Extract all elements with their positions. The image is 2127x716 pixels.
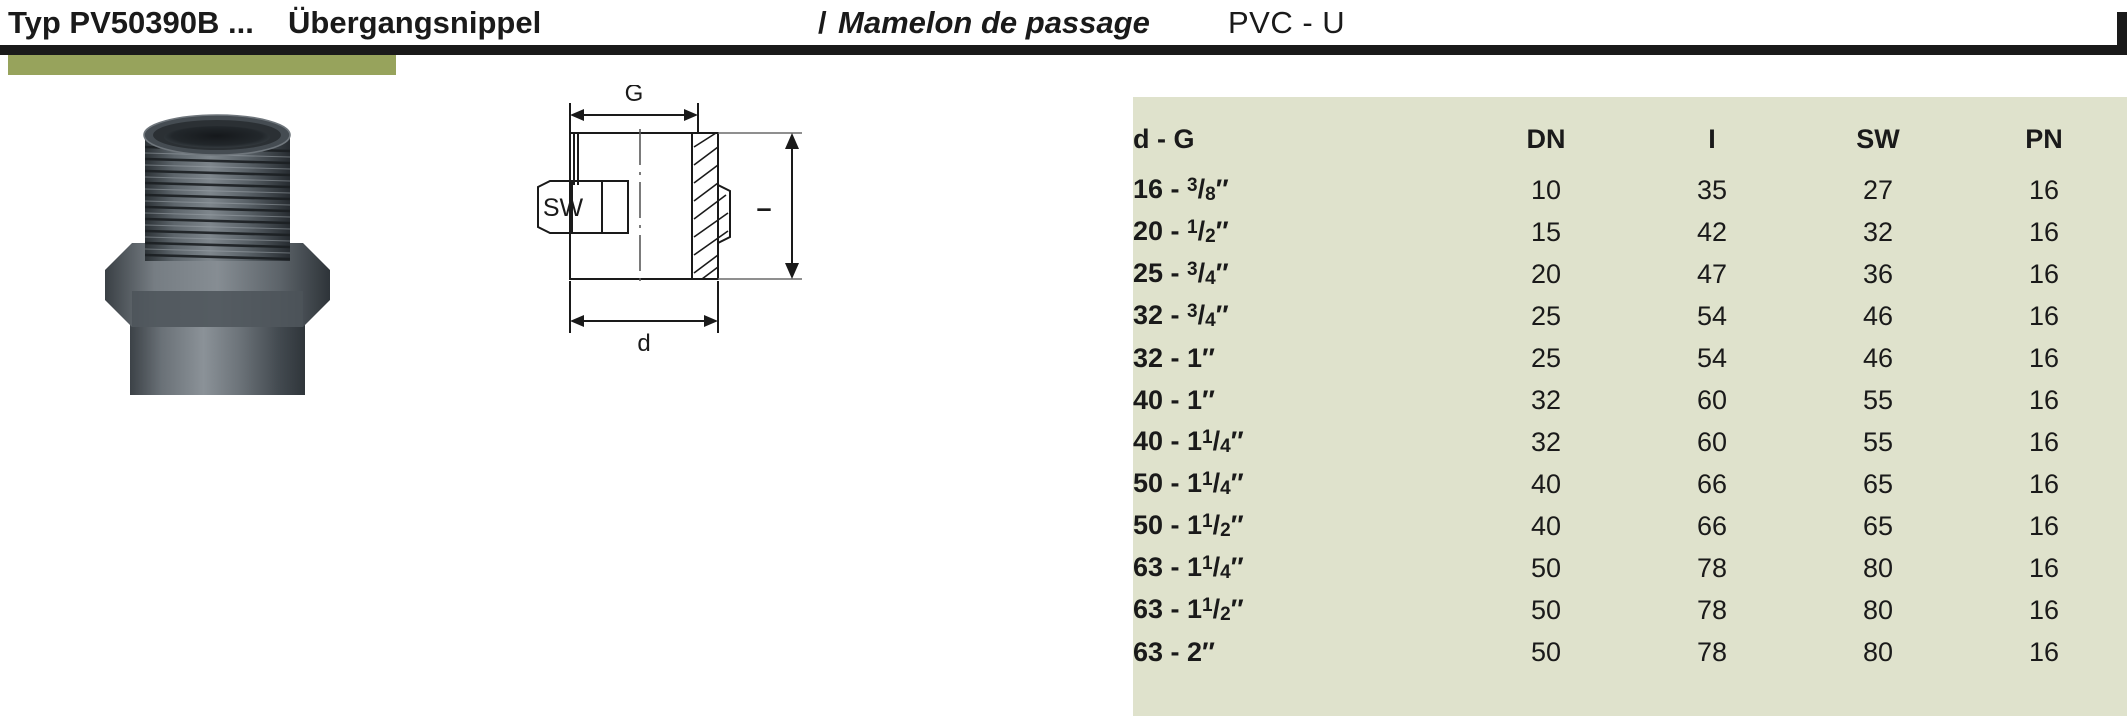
column-header-dg: d - G	[1133, 123, 1195, 154]
cell-sw: 80	[1862, 636, 1894, 667]
table-row: 63 - 11/4″ 50 78 80 16	[1133, 547, 2127, 589]
table-row: 50 - 11/4″ 40 66 65 16	[1133, 463, 2127, 505]
cell-dg: 50 - 11/2″	[1133, 510, 1244, 541]
table-row: 40 - 11/4″ 32 60 55 16	[1133, 421, 2127, 463]
cell-pn: 16	[2028, 426, 2060, 457]
cell-dg: 40 - 11/4″	[1133, 426, 1244, 457]
table-row: 16 - 3/8″ 10 35 27 16	[1133, 169, 2127, 211]
cell-i: 35	[1696, 174, 1728, 205]
cell-pn: 16	[2028, 636, 2060, 667]
column-header-pn: PN	[2025, 123, 2063, 154]
table-row: 40 - 1″ 32 60 55 16	[1133, 379, 2127, 421]
header-divider-rule	[0, 45, 2127, 55]
cell-dn: 15	[1530, 216, 1562, 247]
table-row: 63 - 2″ 50 78 80 16	[1133, 631, 2127, 673]
product-photo-image	[105, 114, 330, 395]
cell-dn: 10	[1530, 174, 1562, 205]
cell-i: 78	[1696, 594, 1728, 625]
cell-sw: 80	[1862, 594, 1894, 625]
cell-sw: 46	[1862, 300, 1894, 331]
cell-pn: 16	[2028, 342, 2060, 373]
cell-pn: 16	[2028, 594, 2060, 625]
product-photo	[60, 95, 460, 395]
cell-sw: 55	[1862, 384, 1894, 415]
cell-pn: 16	[2028, 300, 2060, 331]
cell-dg: 20 - 1/2″	[1133, 216, 1229, 247]
name-separator: /	[818, 5, 827, 40]
table-row: 32 - 1″ 25 54 46 16	[1133, 337, 2127, 379]
cell-sw: 65	[1862, 510, 1894, 541]
dimension-label-d: d	[637, 330, 650, 357]
cell-sw: 55	[1862, 426, 1894, 457]
page-header: Typ PV50390B ... Übergangsnippel / Mamel…	[0, 0, 2127, 46]
dimension-label-g: G	[625, 85, 644, 107]
cell-dn: 40	[1530, 468, 1562, 499]
product-name-fr: Mamelon de passage	[838, 5, 1150, 40]
technical-drawing-svg: G d SW –	[537, 85, 802, 357]
accent-band	[8, 55, 396, 75]
cell-dg: 25 - 3/4″	[1133, 258, 1229, 289]
cell-sw: 65	[1862, 468, 1894, 499]
cell-i: 78	[1696, 636, 1728, 667]
cell-sw: 32	[1862, 216, 1894, 247]
cell-dg: 50 - 11/4″	[1133, 468, 1244, 499]
column-header-sw: SW	[1856, 123, 1900, 154]
cell-i: 54	[1696, 342, 1728, 373]
cell-i: 54	[1696, 300, 1728, 331]
cell-dg: 32 - 3/4″	[1133, 300, 1229, 331]
technical-drawing: G d SW –	[520, 85, 1080, 375]
cell-dn: 50	[1530, 552, 1562, 583]
cell-pn: 16	[2028, 258, 2060, 289]
cell-dn: 50	[1530, 636, 1562, 667]
cell-i: 60	[1696, 426, 1728, 457]
column-header-dn: DN	[1526, 123, 1566, 154]
cell-dg: 63 - 11/2″	[1133, 594, 1244, 625]
cell-i: 42	[1696, 216, 1728, 247]
cell-sw: 80	[1862, 552, 1894, 583]
material-label: PVC - U	[1228, 5, 1346, 40]
cell-pn: 16	[2028, 552, 2060, 583]
table-row: 63 - 11/2″ 50 78 80 16	[1133, 589, 2127, 631]
cell-dn: 25	[1530, 342, 1562, 373]
table-header-row: d - G DN I SW PN	[1133, 97, 2127, 169]
table-row: 25 - 3/4″ 20 47 36 16	[1133, 253, 2127, 295]
cell-pn: 16	[2028, 468, 2060, 499]
cell-i: 78	[1696, 552, 1728, 583]
cell-i: 47	[1696, 258, 1728, 289]
cell-dg: 63 - 11/4″	[1133, 552, 1244, 583]
cell-dg: 16 - 3/8″	[1133, 174, 1229, 205]
dimension-label-sw: SW	[543, 194, 584, 222]
cell-dn: 20	[1530, 258, 1562, 289]
cell-i: 60	[1696, 384, 1728, 415]
table-row: 50 - 11/2″ 40 66 65 16	[1133, 505, 2127, 547]
cell-i: 66	[1696, 468, 1728, 499]
cell-sw: 36	[1862, 258, 1894, 289]
cell-dg: 32 - 1″	[1133, 342, 1215, 373]
cell-pn: 16	[2028, 510, 2060, 541]
cell-i: 66	[1696, 510, 1728, 541]
cell-dn: 25	[1530, 300, 1562, 331]
cell-dn: 32	[1530, 426, 1562, 457]
cell-dn: 32	[1530, 384, 1562, 415]
cell-sw: 46	[1862, 342, 1894, 373]
cell-pn: 16	[2028, 174, 2060, 205]
cell-sw: 27	[1862, 174, 1894, 205]
cell-pn: 16	[2028, 216, 2060, 247]
table-row: 20 - 1/2″ 15 42 32 16	[1133, 211, 2127, 253]
cell-dn: 40	[1530, 510, 1562, 541]
column-header-i: I	[1708, 123, 1716, 154]
product-name-de: Übergangsnippel	[288, 5, 542, 40]
header-edge-tick	[2117, 12, 2127, 55]
table-row: 32 - 3/4″ 25 54 46 16	[1133, 295, 2127, 337]
dimension-label-vertical: –	[756, 193, 771, 223]
cell-dg: 40 - 1″	[1133, 384, 1215, 415]
cell-dg: 63 - 2″	[1133, 636, 1215, 667]
product-type-label: Typ PV50390B ...	[8, 5, 254, 40]
cell-pn: 16	[2028, 384, 2060, 415]
cell-dn: 50	[1530, 594, 1562, 625]
